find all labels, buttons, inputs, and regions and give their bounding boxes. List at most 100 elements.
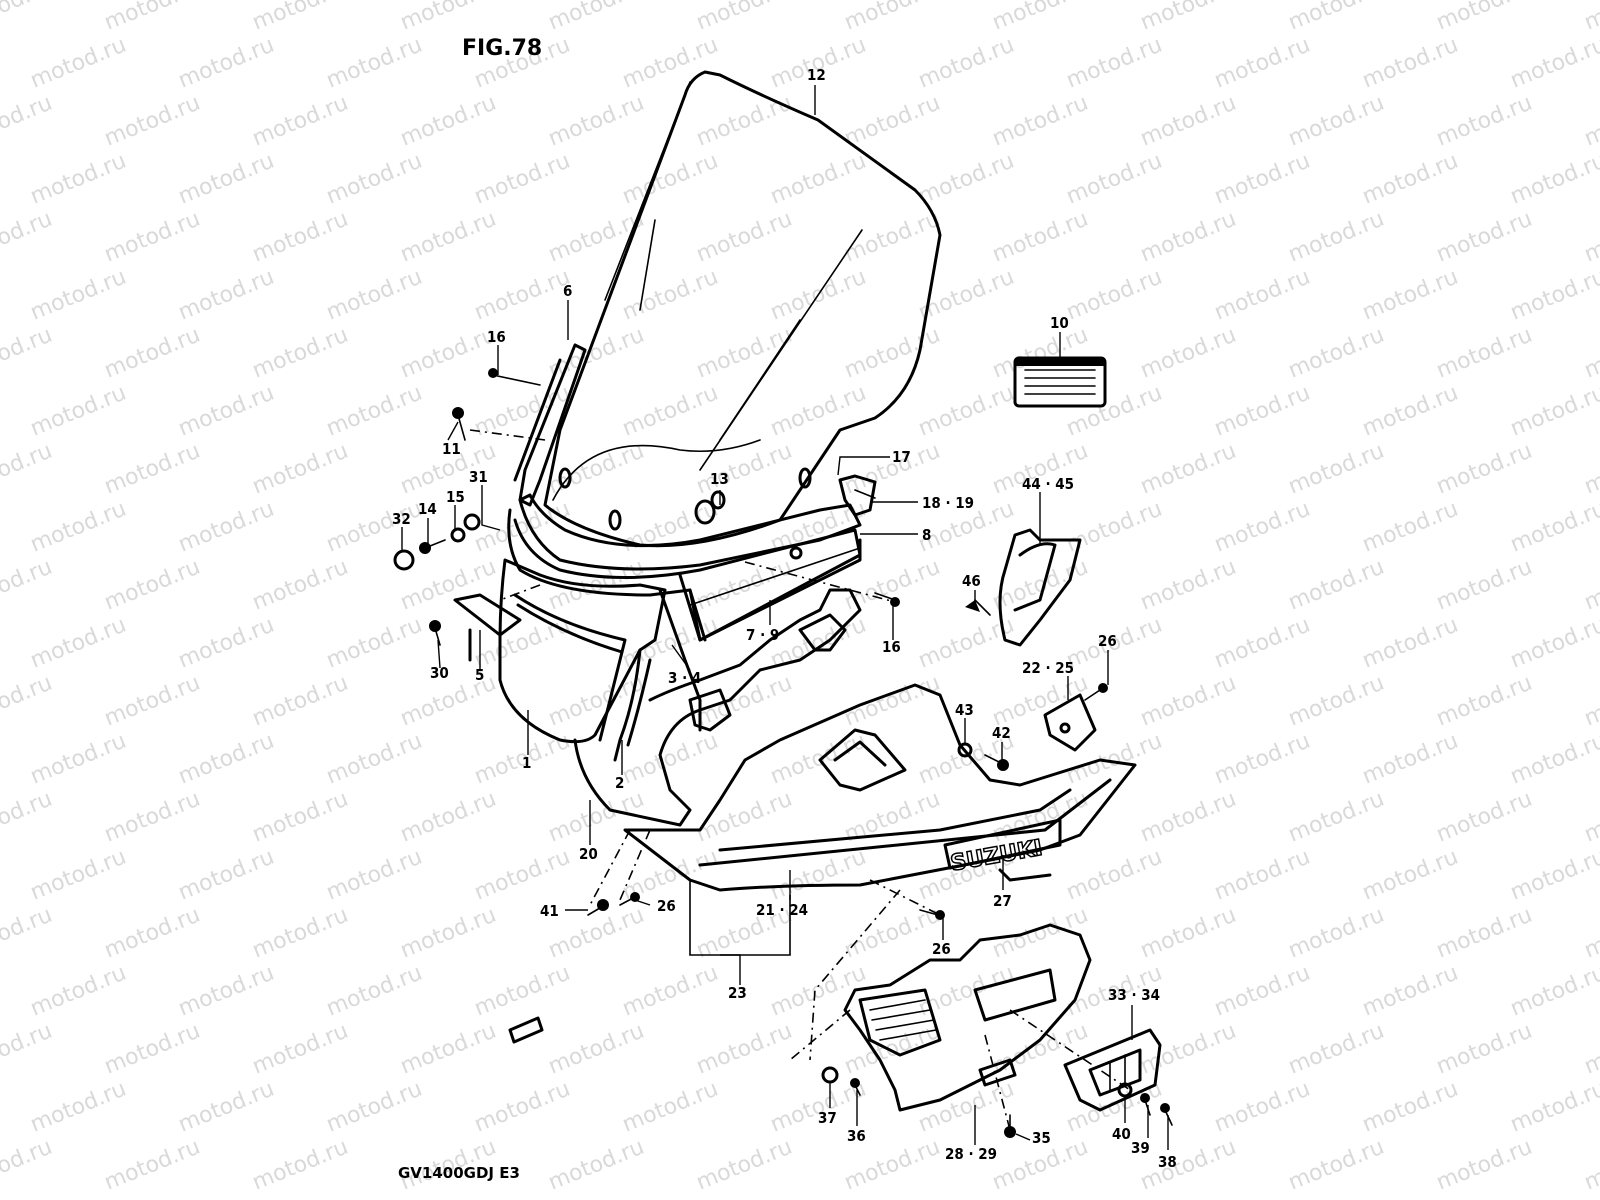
watermark-text: motod.ru	[175, 265, 278, 326]
watermark-text: motod.ru	[101, 787, 204, 848]
callout-36: 36	[847, 1127, 866, 1145]
watermark-text: motod.ru	[545, 0, 648, 36]
watermark-text: motod.ru	[397, 91, 500, 152]
lower-leg-shield	[843, 923, 1092, 1112]
watermark-text: motod.ru	[471, 149, 574, 210]
watermark-text: motod.ru	[1063, 845, 1166, 906]
watermark-text: motod.ru	[397, 787, 500, 848]
watermark-text: motod.ru	[175, 1077, 278, 1138]
watermark-text: motod.ru	[1433, 555, 1536, 616]
callout-3-4: 3 · 4	[668, 669, 701, 687]
watermark-text: motod.ru	[693, 91, 796, 152]
watermark-text: motod.ru	[249, 1135, 352, 1196]
callout-26a: 26	[1098, 632, 1117, 650]
callout-37: 37	[818, 1109, 837, 1127]
watermark-text: motod.ru	[1137, 1019, 1240, 1080]
watermark-text: motod.ru	[545, 439, 648, 500]
watermark-text: motod.ru	[1581, 91, 1600, 152]
watermark-text: motod.ru	[1359, 961, 1462, 1022]
watermark-text: motod.ru	[175, 381, 278, 442]
callout-2: 2	[615, 774, 624, 792]
watermark-text: motod.ru	[1507, 265, 1600, 326]
watermark-text: motod.ru	[175, 961, 278, 1022]
watermark-text: motod.ru	[1359, 729, 1462, 790]
watermark-text: motod.ru	[619, 729, 722, 790]
watermark-text: motod.ru	[1507, 1193, 1600, 1200]
watermark-text: motod.ru	[1507, 729, 1600, 790]
callout-14: 14	[418, 500, 437, 518]
watermark-text: motod.ru	[471, 845, 574, 906]
watermark-text: motod.ru	[693, 207, 796, 268]
watermark-text: motod.ru	[915, 149, 1018, 210]
callout-44-45: 44 · 45	[1022, 475, 1074, 493]
callout-17: 17	[892, 448, 911, 466]
watermark-text: motod.ru	[1137, 323, 1240, 384]
watermark-text: motod.ru	[397, 1019, 500, 1080]
clip	[508, 1016, 544, 1044]
watermark-text: motod.ru	[101, 903, 204, 964]
watermark-text: motod.ru	[0, 787, 56, 848]
watermark-text: motod.ru	[1211, 1077, 1314, 1138]
callout-35: 35	[1032, 1129, 1051, 1147]
callout-7-9: 7 · 9	[746, 626, 779, 644]
callout-21-24: 21 · 24	[756, 901, 808, 919]
callout-30: 30	[430, 664, 449, 682]
watermark-text: motod.ru	[1581, 439, 1600, 500]
watermark-text: motod.ru	[693, 0, 796, 36]
watermark-text: motod.ru	[249, 787, 352, 848]
watermark-text: motod.ru	[101, 207, 204, 268]
watermark-text: motod.ru	[1285, 671, 1388, 732]
watermark-text: motod.ru	[767, 33, 870, 94]
watermark-text: motod.ru	[1581, 0, 1600, 36]
watermark-text: motod.ru	[1433, 91, 1536, 152]
watermark-text: motod.ru	[1137, 555, 1240, 616]
watermark-text: motod.ru	[249, 1019, 352, 1080]
watermark-text: motod.ru	[249, 671, 352, 732]
watermark-text: motod.ru	[545, 91, 648, 152]
watermark-text: motod.ru	[0, 91, 56, 152]
watermark-text: motod.ru	[323, 149, 426, 210]
watermark-text: motod.ru	[397, 207, 500, 268]
watermark-text: motod.ru	[545, 903, 648, 964]
callout-22-25: 22 · 25	[1022, 659, 1074, 677]
watermark-text: motod.ru	[989, 671, 1092, 732]
windscreen	[543, 70, 942, 548]
callout-16b: 16	[882, 638, 901, 656]
watermark-text: motod.ru	[619, 381, 722, 442]
callout-31: 31	[469, 468, 488, 486]
callout-10: 10	[1050, 314, 1069, 332]
watermark-text: motod.ru	[27, 845, 130, 906]
watermark-text: motod.ru	[1359, 1077, 1462, 1138]
watermark-text: motod.ru	[175, 149, 278, 210]
watermark-text: motod.ru	[1433, 323, 1536, 384]
watermark-text: motod.ru	[0, 1135, 56, 1196]
leader-lines	[401, 85, 1169, 1150]
callout-46: 46	[962, 572, 981, 590]
watermark-text: motod.ru	[323, 961, 426, 1022]
watermark-text: motod.ru	[249, 903, 352, 964]
watermark-text: motod.ru	[27, 149, 130, 210]
watermark-text: motod.ru	[101, 1135, 204, 1196]
watermark-text: motod.ru	[1433, 1019, 1536, 1080]
watermark-text: motod.ru	[101, 555, 204, 616]
watermark-text: motod.ru	[545, 1135, 648, 1196]
watermark-text: motod.ru	[1211, 961, 1314, 1022]
watermark-text: motod.ru	[323, 265, 426, 326]
watermark-text: motod.ru	[841, 323, 944, 384]
watermark-text: motod.ru	[1285, 439, 1388, 500]
callout-5: 5	[475, 666, 484, 684]
callout-20: 20	[579, 845, 598, 863]
watermark-text: motod.ru	[1507, 33, 1600, 94]
watermark-text: motod.ru	[1211, 845, 1314, 906]
watermark-text: motod.ru	[397, 903, 500, 964]
cover-plate	[1043, 693, 1097, 752]
watermark-text: motod.ru	[1285, 323, 1388, 384]
callout-23: 23	[728, 984, 747, 1002]
watermark-text: motod.ru	[175, 845, 278, 906]
watermark-text: motod.ru	[1433, 0, 1536, 36]
watermark-text: motod.ru	[101, 0, 204, 36]
callout-42: 42	[992, 724, 1011, 742]
upper-fairing	[507, 474, 877, 642]
watermark-text: motod.ru	[101, 323, 204, 384]
